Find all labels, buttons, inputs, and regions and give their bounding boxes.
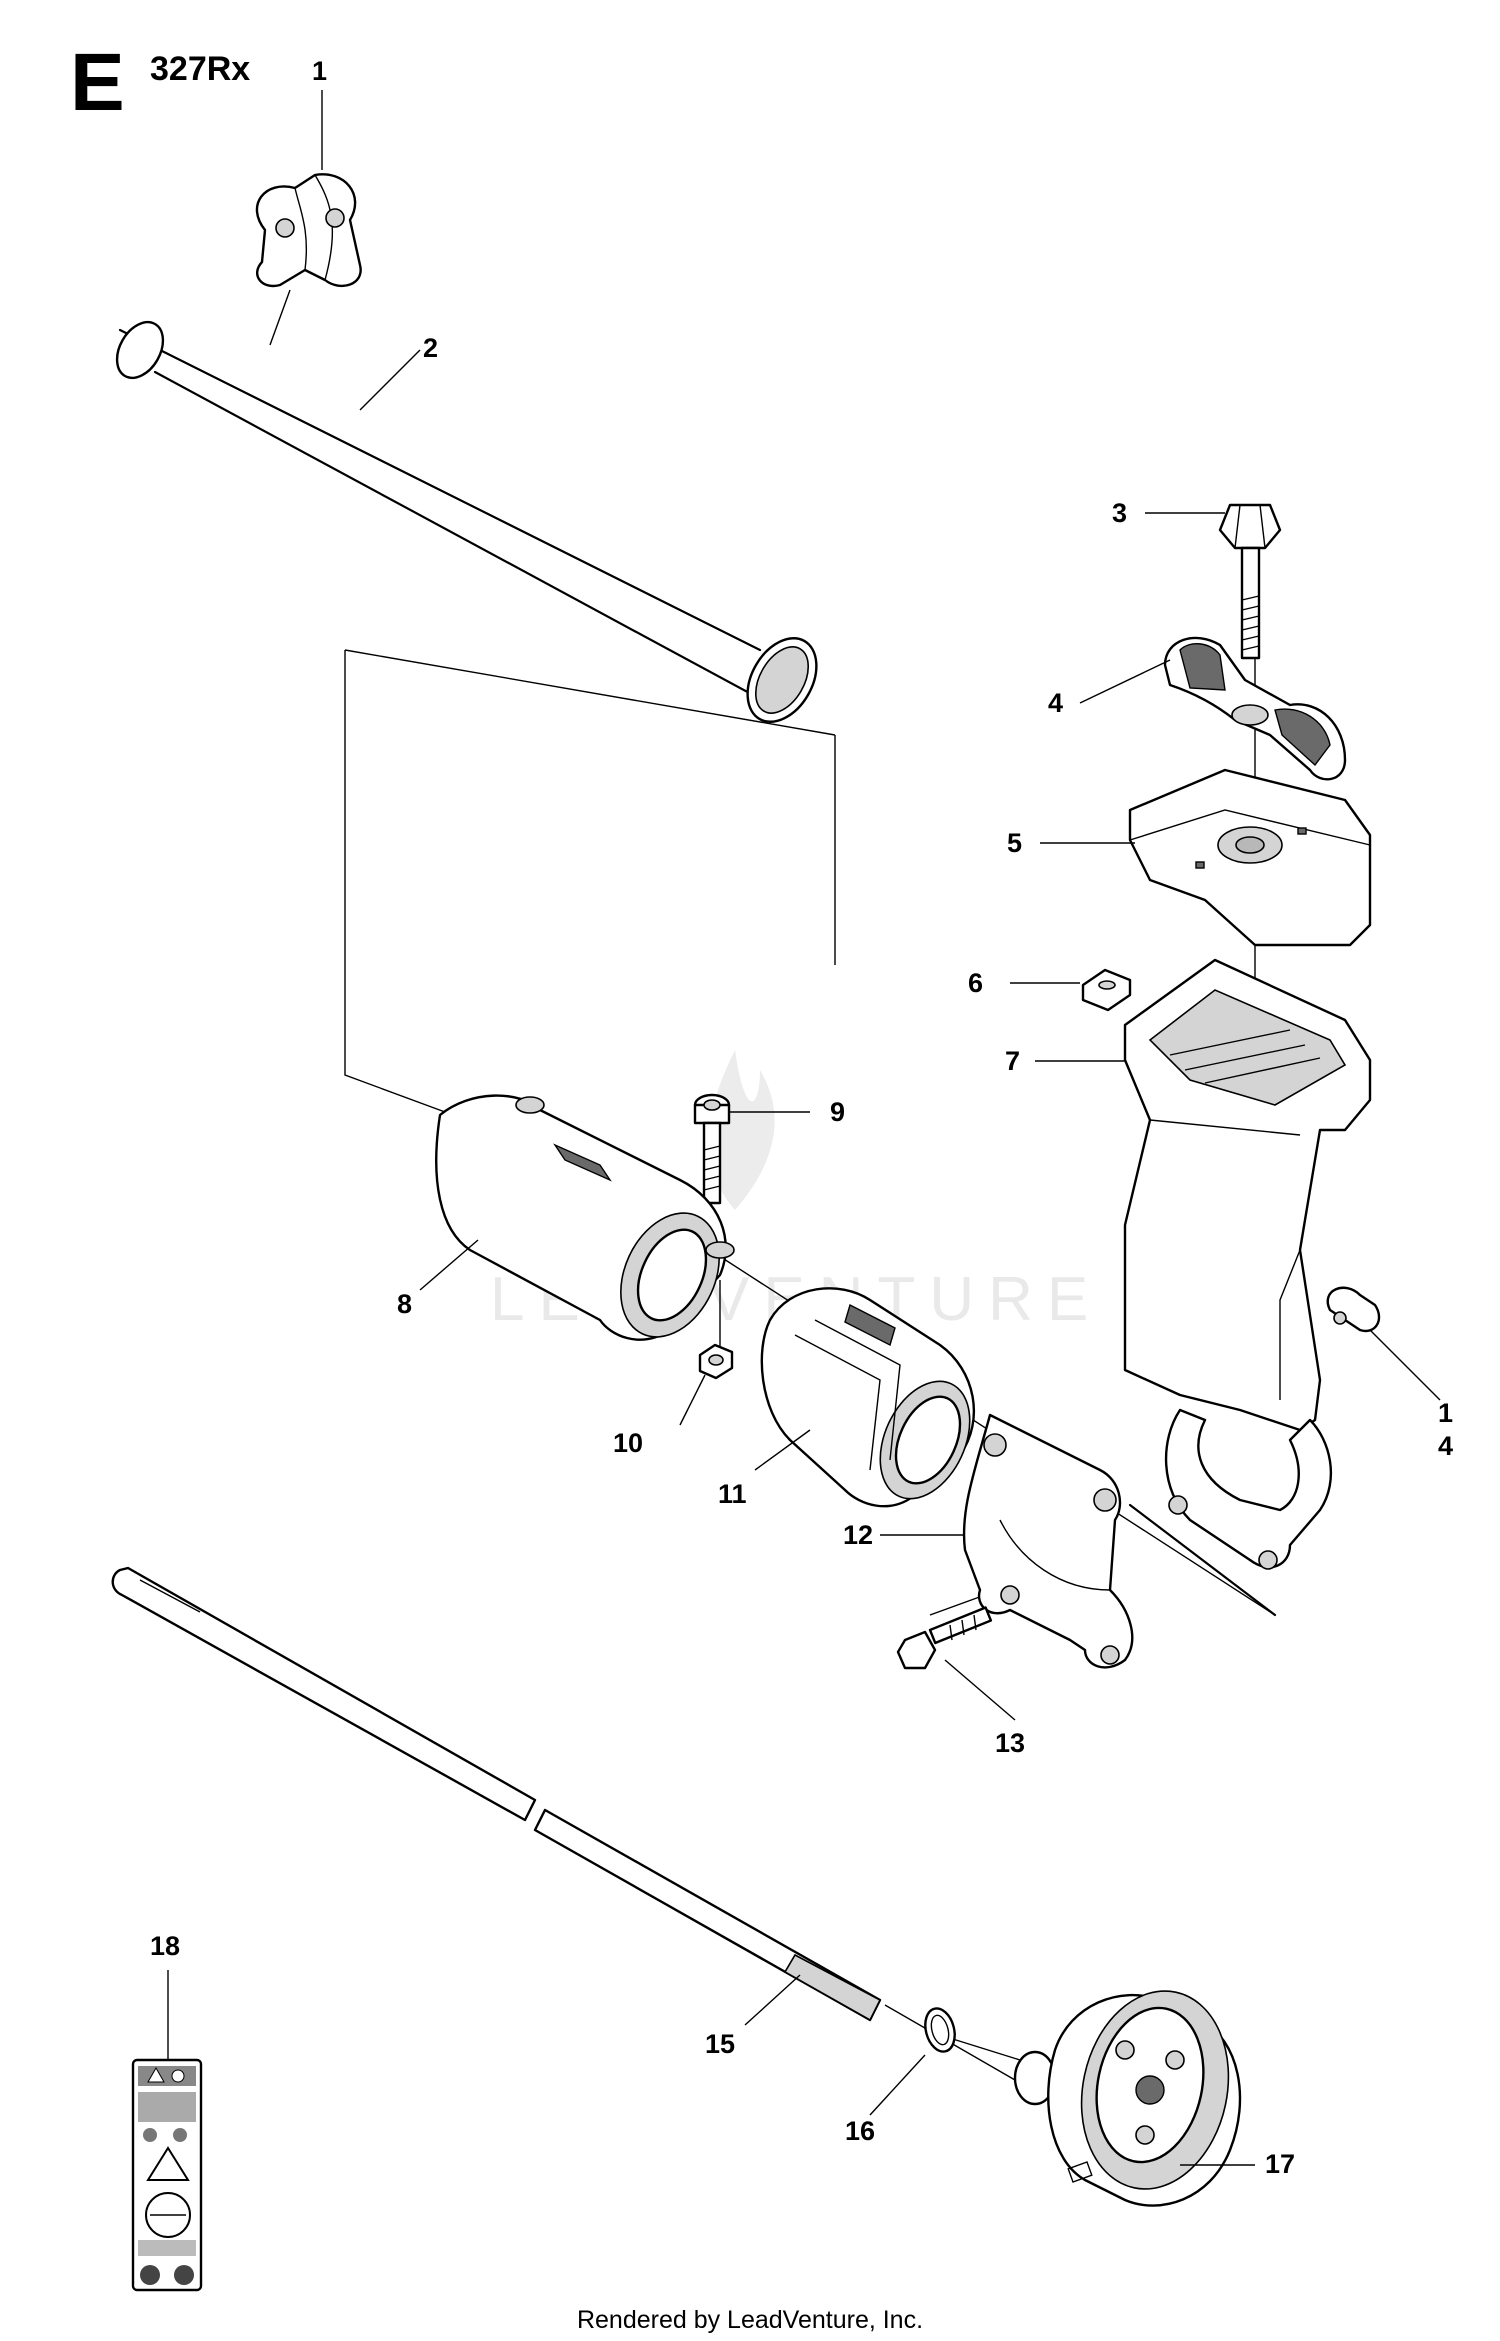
section-letter: E xyxy=(70,37,125,128)
callout-18: 18 xyxy=(150,1931,180,1961)
clamp-sleeve xyxy=(435,1094,735,1341)
callout-7: 7 xyxy=(1005,1046,1020,1076)
callout-1-side: 1 xyxy=(1438,1398,1453,1428)
callout-4-top: 4 xyxy=(1048,688,1063,718)
callout-13: 13 xyxy=(995,1728,1025,1758)
damper-sleeve xyxy=(760,1287,975,1508)
callout-1-top: 1 xyxy=(312,56,327,86)
callout-9: 9 xyxy=(830,1097,845,1127)
model-name: 327Rx xyxy=(150,50,250,88)
cable-clip xyxy=(255,173,362,288)
cable-clip-side xyxy=(1326,1286,1381,1333)
callouts: 1 2 3 4 5 6 7 9 8 1 4 10 11 12 13 18 15 … xyxy=(150,56,1453,2179)
callout-4-side: 4 xyxy=(1438,1431,1453,1461)
handle-cap xyxy=(1128,768,1372,947)
clamp-bracket xyxy=(962,1413,1134,1669)
circlip xyxy=(924,2007,956,2053)
socket-screw xyxy=(693,1093,731,1205)
callout-15: 15 xyxy=(705,2029,735,2059)
callout-12: 12 xyxy=(843,1520,873,1550)
callout-8: 8 xyxy=(397,1289,412,1319)
leader-lines xyxy=(167,90,1441,2166)
drive-shaft xyxy=(111,1566,882,2022)
handle-lower-clamp xyxy=(1164,1408,1333,1570)
shaft-tube xyxy=(115,320,818,723)
flange-screw xyxy=(896,1606,993,1670)
footer-credit: Rendered by LeadVenture, Inc. xyxy=(577,2306,923,2334)
callout-16: 16 xyxy=(845,2116,875,2146)
square-nut xyxy=(1081,968,1132,1012)
callout-10: 10 xyxy=(613,1428,643,1458)
rear-handle xyxy=(1123,958,1372,1432)
wing-knob xyxy=(1163,636,1347,781)
assembly-lines xyxy=(269,289,1277,2081)
warning-decal xyxy=(131,2058,203,2292)
clutch-drum xyxy=(1013,1990,1242,2207)
hex-nut xyxy=(698,1343,734,1380)
callout-3: 3 xyxy=(1112,498,1127,528)
callout-17: 17 xyxy=(1265,2149,1295,2179)
callout-6: 6 xyxy=(968,968,983,998)
callout-5: 5 xyxy=(1007,828,1022,858)
bolt xyxy=(1218,503,1282,660)
callout-2: 2 xyxy=(423,333,438,363)
callout-11: 11 xyxy=(718,1479,747,1509)
